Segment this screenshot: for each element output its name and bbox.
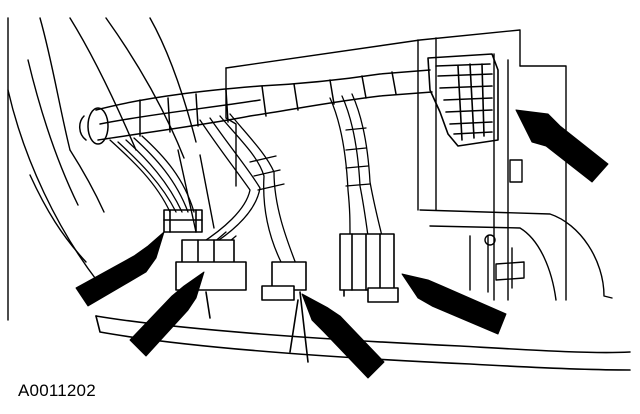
arrow-to-connector-c3 [301, 293, 385, 379]
figure-caption: A0011202 [18, 381, 96, 400]
connector-c1 [163, 209, 203, 233]
right-housing [225, 29, 613, 301]
lower-panel [95, 291, 631, 371]
connector-c4 [339, 233, 399, 303]
arrow-to-connector-c1 [75, 231, 165, 307]
pointer-arrows [75, 109, 609, 379]
arrow-to-connector-c2 [129, 271, 205, 357]
harness-branches [109, 93, 383, 265]
harness-trunk [79, 69, 433, 145]
arrow-to-harness-connector [515, 109, 609, 183]
connector-c2 [175, 239, 247, 291]
connector-c3 [261, 261, 307, 301]
left-panel [7, 17, 215, 321]
arrow-to-connector-c4 [401, 273, 507, 335]
harness-connector-right [427, 53, 499, 147]
